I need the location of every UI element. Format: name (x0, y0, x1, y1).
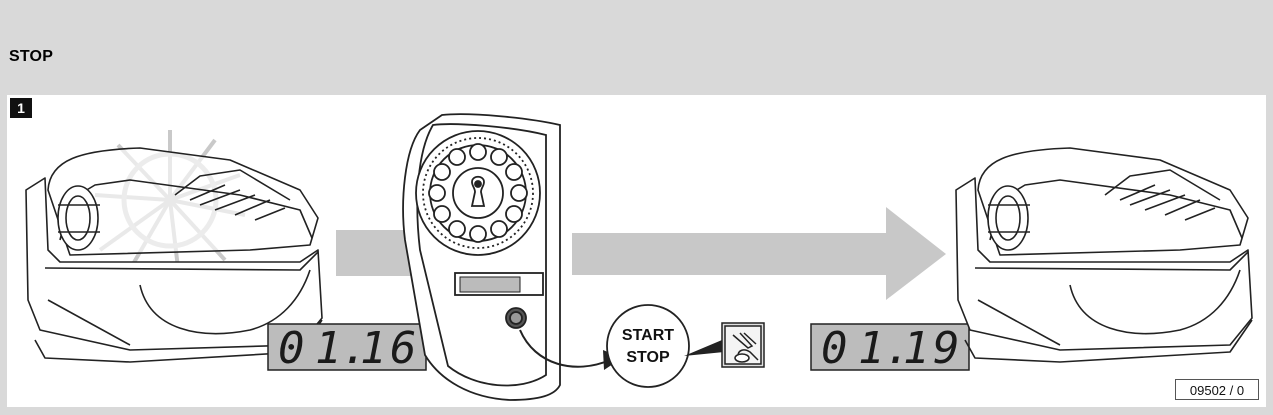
timer-display-after: 0 1. 1 9 (810, 323, 970, 374)
stop-label: STOP (626, 349, 670, 366)
start-stop-button-callout: START STOP (606, 304, 724, 388)
start-label: START (622, 327, 674, 344)
display-after-digit-4: 9 (933, 323, 960, 374)
display-before-digit-3: 1 (360, 323, 387, 374)
display-after-digit-2: 1. (858, 323, 911, 374)
display-before-digit-2: 1. (315, 323, 368, 374)
reference-code-label: 09502 / 0 (1175, 379, 1259, 400)
tanning-bed-active-icon (25, 130, 323, 363)
timer-display-before: 0 1. 1 6 (267, 323, 427, 374)
display-before-digit-4: 6 (390, 323, 417, 374)
control-panel-icon (402, 113, 622, 401)
flow-arrow-left (336, 230, 418, 276)
selector-button-ring (428, 143, 528, 243)
keyhole-icon (470, 175, 486, 207)
display-after-digit-1: 0 (821, 323, 848, 374)
flow-arrow-right (572, 207, 946, 300)
section-title: STOP (9, 48, 54, 65)
step-number-badge: 1 (10, 98, 32, 118)
display-after-digit-3: 1 (903, 323, 930, 374)
tanning-bed-idle-icon (955, 147, 1253, 363)
display-before-digit-1: 0 (278, 323, 305, 374)
press-button-icon (721, 322, 765, 368)
